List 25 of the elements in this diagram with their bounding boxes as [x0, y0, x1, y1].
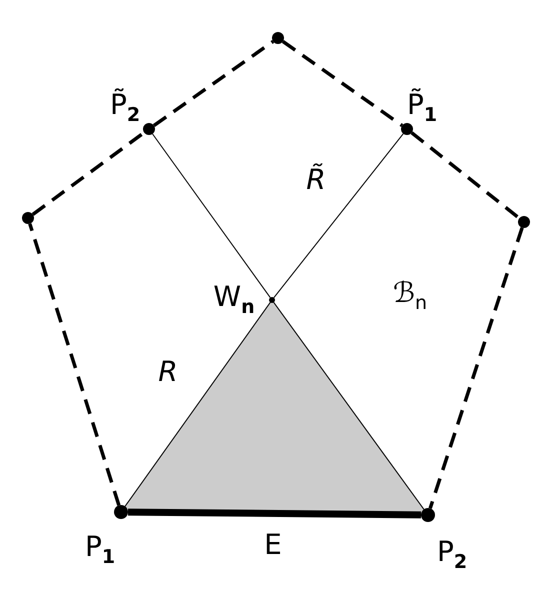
point-dot — [22, 212, 34, 224]
line-segment — [128, 508, 422, 518]
point-dot — [272, 32, 284, 44]
edge-label: E — [264, 531, 282, 559]
dashed-line — [32, 131, 146, 216]
dashed-line — [28, 223, 121, 506]
line-segment — [273, 302, 424, 510]
point-dot — [269, 297, 275, 303]
point-dot — [421, 508, 435, 522]
point-dot — [114, 505, 128, 519]
point-dot — [143, 123, 155, 135]
edge-label: R — [158, 358, 178, 386]
dashed-line — [428, 227, 524, 509]
line-segment — [124, 302, 271, 507]
point-dot — [401, 123, 413, 135]
point-label: P$_{2}$ — [436, 538, 468, 572]
region-label: ℬ$_{n}$ — [392, 279, 428, 313]
point-dot — [518, 216, 530, 228]
line-segment — [273, 133, 404, 298]
line-segment — [152, 133, 271, 298]
dashed-line — [410, 131, 520, 220]
point-label: W$_{n}$ — [213, 283, 255, 317]
dashed-line — [152, 40, 274, 127]
point-label: P$_{1}$ — [84, 533, 116, 567]
dashed-line — [282, 40, 404, 127]
